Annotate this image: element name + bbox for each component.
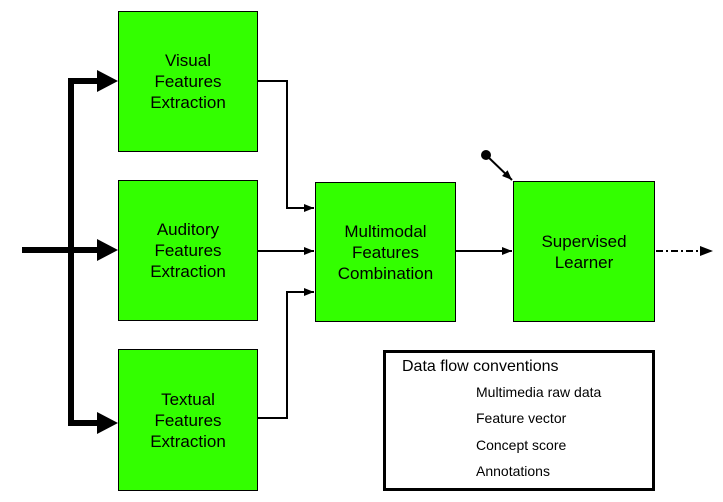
raw-data-arrowhead-textual: [97, 412, 118, 434]
legend-box: Data flow conventions: [383, 350, 655, 491]
visual-features-extraction-label: Visual Features Extraction: [150, 51, 226, 112]
concept-score-output-arrow: [656, 246, 713, 256]
multimodal-features-combination-box: Multimodal Features Combination: [315, 182, 456, 322]
legend-label-concept-score: Concept score: [476, 437, 567, 453]
raw-data-arrowhead-auditory: [97, 239, 118, 261]
auditory-features-extraction-label: Auditory Features Extraction: [150, 220, 226, 281]
textual-to-multimodal-arrow: [258, 288, 314, 419]
visual-features-extraction-box: Visual Features Extraction: [118, 11, 258, 152]
multimodal-features-combination-label: Multimodal Features Combination: [337, 221, 434, 283]
legend-title: Data flow conventions: [402, 358, 559, 375]
raw-data-arrowhead-visual: [97, 70, 118, 92]
textual-features-extraction-box: Textual Features Extraction: [118, 349, 258, 491]
annotation-input-arrow: [481, 150, 513, 181]
visual-to-multimodal-arrow: [258, 80, 314, 212]
raw-data-input-arrows: [22, 70, 118, 434]
feature-vector-arrows: [258, 80, 512, 419]
supervised-learner-label: Supervised Learner: [541, 231, 627, 272]
supervised-learner-box: Supervised Learner: [513, 181, 655, 322]
legend-label-feature-vector: Feature vector: [476, 410, 567, 426]
auditory-features-extraction-box: Auditory Features Extraction: [118, 180, 258, 321]
textual-features-extraction-label: Textual Features Extraction: [150, 389, 226, 451]
legend-label-annotations: Annotations: [476, 463, 550, 479]
legend-label-raw-data: Multimedia raw data: [476, 384, 602, 400]
